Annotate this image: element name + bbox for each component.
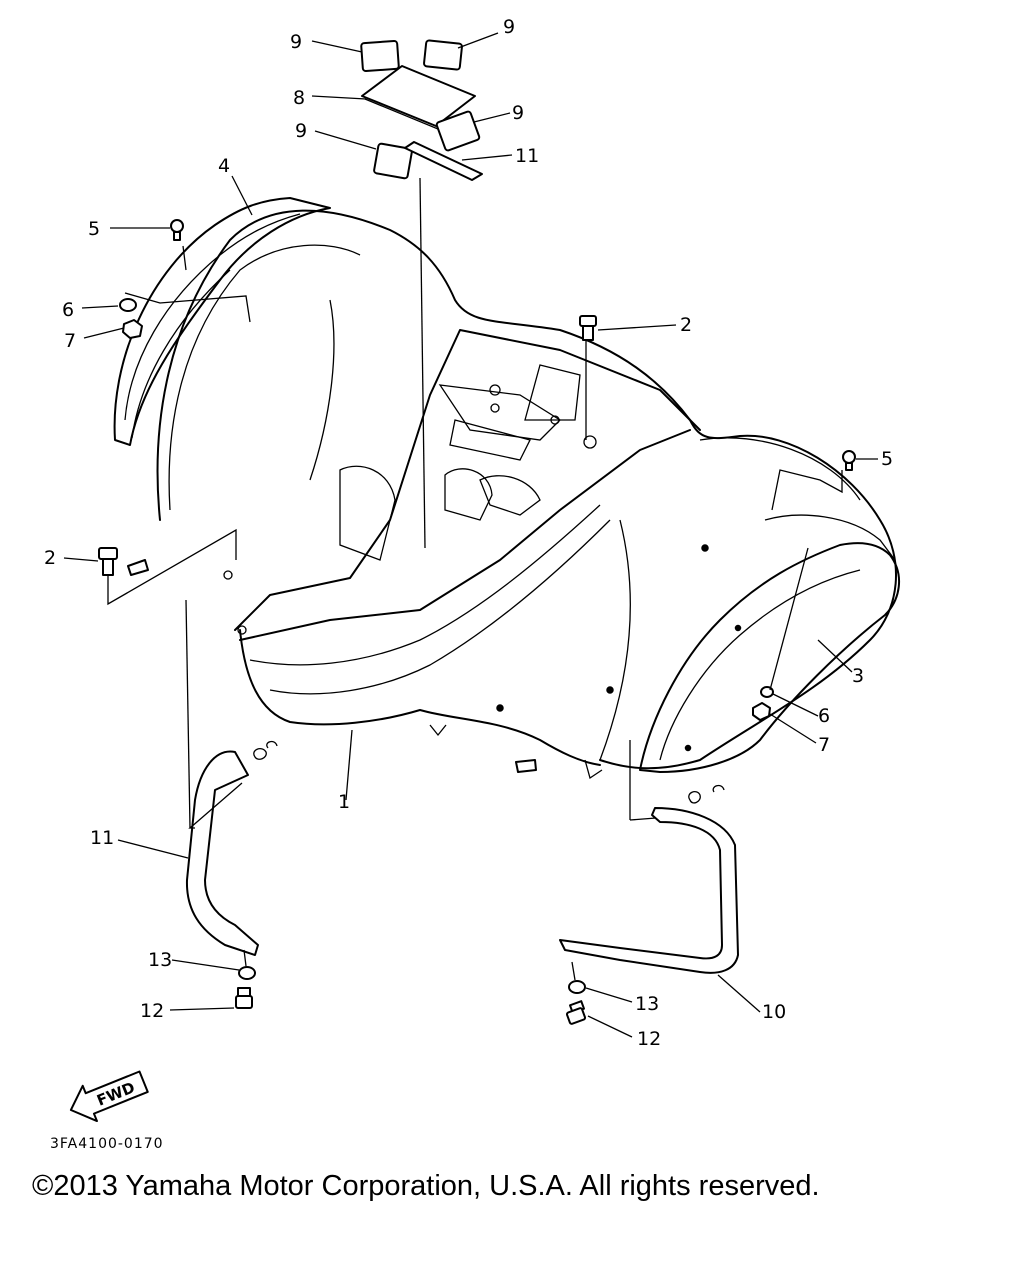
pad-9-upper-right xyxy=(423,39,463,71)
nut-7-right xyxy=(752,702,771,721)
right-grab-bar-10 xyxy=(559,807,739,974)
nut-7-left xyxy=(122,319,143,339)
callout-9-c9a: 9 xyxy=(290,31,302,53)
callout-1-c1: 1 xyxy=(338,791,350,813)
callout-8-c8: 8 xyxy=(293,87,305,109)
assembly-lines xyxy=(107,177,843,981)
callout-6-c6b: 6 xyxy=(818,705,830,727)
bolt-2-right xyxy=(579,315,597,341)
rear-fender-body xyxy=(156,209,897,780)
washer-13-right xyxy=(568,980,586,994)
callout-3-c3: 3 xyxy=(852,665,864,687)
washer-6-right xyxy=(760,686,774,698)
callout-2-c2a: 2 xyxy=(680,314,692,336)
right-mudguard xyxy=(639,514,901,773)
pad-9-right xyxy=(435,110,481,152)
fasteners xyxy=(98,219,856,1025)
washer-13-left xyxy=(238,966,256,980)
callout-13-c13a: 13 xyxy=(148,949,172,971)
callout-4-c4: 4 xyxy=(218,155,230,177)
callout-11-c11a: 11 xyxy=(515,145,539,167)
callout-12-c12a: 12 xyxy=(140,1000,164,1022)
callout-12-c12b: 12 xyxy=(637,1028,661,1050)
seat-pad-parts xyxy=(360,39,483,181)
pad-9-left xyxy=(373,142,413,180)
leader-lines xyxy=(63,32,878,1038)
callout-7-c7a: 7 xyxy=(64,330,76,352)
callout-10-c10: 10 xyxy=(762,1001,786,1023)
pad-11-strip xyxy=(404,141,483,181)
copyright-notice: ©2013 Yamaha Motor Corporation, U.S.A. A… xyxy=(32,1170,820,1202)
callout-9-c9b: 9 xyxy=(503,16,515,38)
callout-5-c5a: 5 xyxy=(88,218,100,240)
bolt-2-left xyxy=(98,547,118,576)
callout-2-c2b: 2 xyxy=(44,547,56,569)
drawing-code: 3FA4100-0170 xyxy=(50,1136,164,1152)
bolt-12-left xyxy=(235,987,253,1009)
callout-6-c6a: 6 xyxy=(62,299,74,321)
callout-9-c9c: 9 xyxy=(512,102,524,124)
screw-5-right xyxy=(842,450,856,464)
left-grab-bar-11 xyxy=(185,750,259,956)
bolt-12-right xyxy=(565,1000,587,1025)
callout-11-c11b: 11 xyxy=(90,827,114,849)
callout-5-c5b: 5 xyxy=(881,448,893,470)
pad-9-upper-left xyxy=(360,39,400,73)
washer-6-left xyxy=(119,298,137,312)
callout-7-c7b: 7 xyxy=(818,734,830,756)
callout-13-c13b: 13 xyxy=(635,993,659,1015)
left-mudguard xyxy=(113,197,331,446)
callout-9-c9d: 9 xyxy=(295,120,307,142)
pad-8-plate xyxy=(361,65,476,127)
screw-5-left xyxy=(170,219,184,233)
fwd-arrow: FWD xyxy=(69,1070,149,1123)
